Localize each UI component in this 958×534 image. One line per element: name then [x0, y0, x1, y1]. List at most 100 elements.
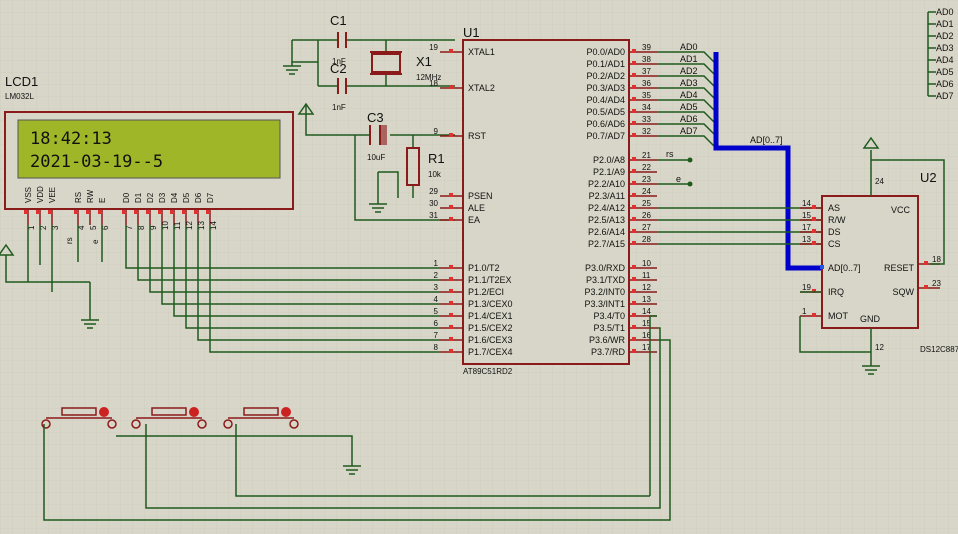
mcu-pin-number: 4: [434, 295, 439, 304]
lcd-pin-marker: [122, 210, 126, 214]
rtc-pin-marker: [812, 241, 816, 245]
lcd-pin-number: 11: [173, 221, 182, 230]
button-actuator-icon[interactable]: [281, 407, 291, 417]
rtc-pin-number: 13: [802, 235, 811, 244]
reset-circuit[interactable]: [305, 105, 455, 221]
p1-lcd-wire: [161, 225, 440, 305]
mcu-pin-marker: [632, 133, 636, 137]
ad-wire-label: AD0: [680, 42, 698, 52]
c3-value: 10uF: [367, 153, 385, 162]
mcu-pin-name: P2.7/A15: [588, 239, 625, 249]
lcd-pin-label: VSS: [24, 187, 33, 203]
rtc-pin-marker: [812, 217, 816, 221]
lcd-screen: [17, 119, 281, 179]
r1-ref: R1: [428, 151, 445, 166]
lcd-pin-group: VSS1VDD2VEE3RS4RW5E6D07D18D29D310D411D51…: [24, 186, 218, 230]
lcd-pin-marker: [86, 210, 90, 214]
ground-symbol-reset: [369, 200, 387, 213]
ground-symbol-rtc: [862, 365, 880, 375]
mcu-pin-marker: [632, 157, 636, 161]
lcd-pin-label: D6: [194, 192, 203, 203]
p0-wire: [657, 123, 715, 135]
p0-wire: [657, 63, 715, 75]
ad-net-label: AD2: [936, 31, 954, 41]
mcu-pin-number: 3: [434, 283, 439, 292]
rtc-pin-name: AD[0..7]: [828, 263, 861, 273]
p1-lcd-wire: [197, 225, 440, 341]
ad-wire-label: AD5: [680, 102, 698, 112]
push-button[interactable]: [131, 407, 207, 429]
mcu-pin-name: P1.2/ECI: [468, 287, 504, 297]
mcu-pin-name: P0.0/AD0: [586, 47, 625, 57]
mcu-pin-number: 14: [642, 307, 651, 316]
mcu-pin-name: P1.6/CEX3: [468, 335, 513, 345]
mcu-pin-marker: [449, 313, 453, 317]
ad-net-label: AD1: [936, 19, 954, 29]
lcd-pin-number: 5: [89, 225, 98, 230]
lcd-pin-label: VDD: [36, 186, 45, 203]
mcu-pin-marker: [632, 205, 636, 209]
lcd-module[interactable]: LCD1 LM032L 18:42:13 2021-03-19--5 VSS1V…: [4, 74, 294, 230]
mcu-pin-marker: [449, 337, 453, 341]
mcu-pin-number: 25: [642, 199, 651, 208]
c2-symbol: [337, 78, 347, 94]
button-actuator-icon[interactable]: [189, 407, 199, 417]
p1-lcd-wire: [137, 225, 440, 281]
rtc-bus-marker: [820, 265, 824, 269]
mcu-pin-number: 39: [642, 43, 651, 52]
lcd-pin-marker: [146, 210, 150, 214]
lcd-pin-label: D5: [182, 192, 191, 203]
rtc-ref: U2: [920, 170, 937, 185]
mcu-pin-name: P1.7/CEX4: [468, 347, 513, 357]
net-rs-mcu: rs: [666, 149, 674, 159]
push-button[interactable]: [41, 407, 117, 429]
rtc-pin-marker: [812, 313, 816, 317]
mcu-pin-name: P0.3/AD3: [586, 83, 625, 93]
lcd-pin-marker: [194, 210, 198, 214]
r1-symbol: [406, 147, 420, 186]
ad-net-label: AD0: [936, 7, 954, 17]
mcu-pin-marker: [632, 97, 636, 101]
mcu-pin-number: 8: [434, 343, 439, 352]
lcd-pin-number: 8: [137, 225, 146, 230]
push-button[interactable]: [223, 407, 299, 429]
p1-lcd-wire: [185, 225, 440, 329]
rtc-pin-number: 18: [932, 255, 941, 264]
lcd-pin-label: RW: [86, 189, 95, 203]
p1-lcd-wire: [125, 225, 440, 269]
push-button-group[interactable]: [41, 407, 299, 429]
mcu-pin-name: P3.3/INT1: [584, 299, 625, 309]
p0-wire: [657, 99, 715, 111]
lcd-pin-number: 2: [39, 225, 48, 230]
lcd-pin-label: VEE: [48, 187, 57, 203]
ad-net-label: AD7: [936, 91, 954, 101]
lcd-line-2: 2021-03-19--5: [30, 152, 163, 172]
mcu-pin-marker: [632, 109, 636, 113]
mcu-pin-number: 35: [642, 91, 651, 100]
mcu-pin-name: P1.4/CEX1: [468, 311, 513, 321]
mcu-pin-marker: [449, 265, 453, 269]
vcc-arrow-reset: [297, 102, 315, 115]
mcu-pin-marker: [632, 181, 636, 185]
mcu-pin-name: PSEN: [468, 191, 493, 201]
mcu-ref: U1: [463, 25, 480, 40]
mcu-pin-name: P1.0/T2: [468, 263, 500, 273]
ad-net-label: AD5: [936, 67, 954, 77]
rtc-part: DS12C887: [920, 345, 958, 354]
rtc-pin-name: AS: [828, 203, 840, 213]
button-actuator-icon[interactable]: [99, 407, 109, 417]
mcu-pin-number: 13: [642, 295, 651, 304]
rtc-pin-number: 19: [802, 283, 811, 292]
mcu-pin-marker: [449, 301, 453, 305]
mcu-pin-name: P2.2/A10: [588, 179, 625, 189]
lcd-pin-marker: [170, 210, 174, 214]
mcu-pin-marker: [632, 217, 636, 221]
lcd-pin-number: 7: [125, 225, 134, 230]
lcd-pin-label: D4: [170, 192, 179, 203]
rtc-pin-name: CS: [828, 239, 841, 249]
